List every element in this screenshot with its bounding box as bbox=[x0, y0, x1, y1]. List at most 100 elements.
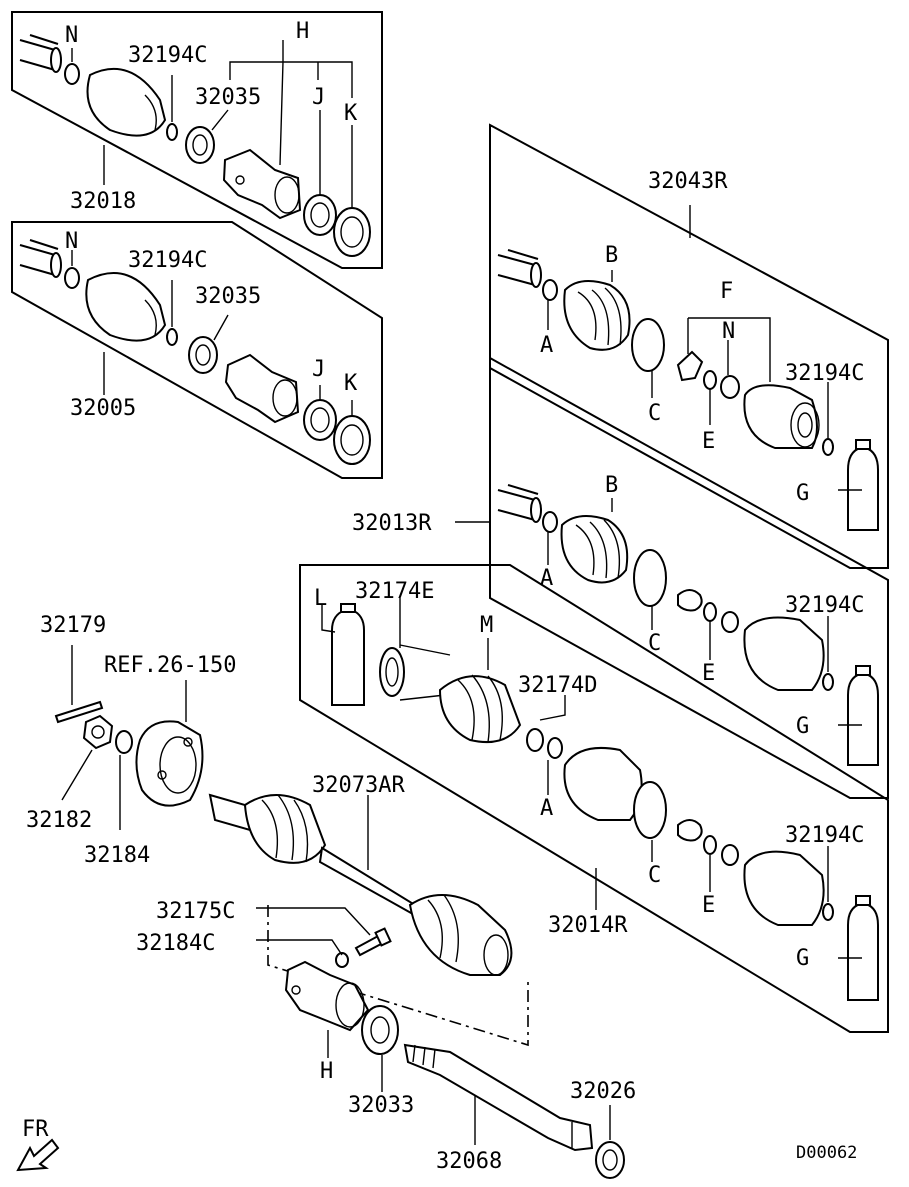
kit-panel-32013r: 32013R B 32194C A C E G bbox=[352, 356, 889, 799]
label-b: B bbox=[605, 473, 618, 498]
ring-e-icon bbox=[703, 835, 717, 855]
shaft-stub-icon bbox=[19, 239, 62, 278]
nut-icon bbox=[82, 714, 114, 750]
label-32179: 32179 bbox=[40, 613, 106, 638]
label-32035: 32035 bbox=[195, 85, 261, 110]
seal-32026-icon bbox=[595, 1141, 625, 1179]
ring-icon bbox=[721, 611, 739, 633]
bracket-h-icon bbox=[222, 148, 302, 220]
hub-group: 32179 REF.26-150 32182 32184 bbox=[26, 613, 236, 868]
front-arrow-icon bbox=[16, 1138, 60, 1172]
housing-icon bbox=[743, 384, 820, 449]
kit-panel-32018: N 32194C H 32035 J K 32018 bbox=[11, 11, 383, 269]
label-32194c: 32194C bbox=[785, 823, 864, 848]
bearing-j-icon bbox=[303, 399, 337, 441]
boot-b-icon bbox=[563, 280, 631, 351]
label-k: K bbox=[344, 371, 358, 396]
label-m: M bbox=[480, 613, 493, 638]
ring-k-icon bbox=[333, 207, 371, 257]
housing-icon bbox=[743, 850, 825, 926]
hub-icon bbox=[135, 720, 204, 807]
kit-panel-32014r: L 32174E M 32174D A 32194C C E G 32014R bbox=[299, 564, 889, 1033]
boot-band-icon bbox=[379, 644, 451, 701]
clamp-c-icon bbox=[633, 781, 667, 839]
bracket-icon bbox=[224, 353, 300, 424]
label-32194c: 32194C bbox=[785, 361, 864, 386]
label-c: C bbox=[648, 863, 661, 888]
diagram-code: D00062 bbox=[796, 1143, 857, 1163]
grease-tube-l-icon bbox=[331, 603, 365, 706]
snap-ring-n-icon bbox=[64, 267, 80, 289]
label-32194c: 32194C bbox=[128, 248, 207, 273]
label-e: E bbox=[702, 661, 715, 686]
seal-icon bbox=[188, 336, 218, 374]
seal-icon bbox=[185, 126, 215, 164]
label-g: G bbox=[796, 481, 809, 506]
label-l: L bbox=[314, 586, 327, 611]
label-c: C bbox=[648, 631, 661, 656]
kit-panel-32005: N 32194C 32035 J K 32005 bbox=[11, 221, 383, 479]
label-32194c: 32194C bbox=[128, 43, 207, 68]
driveshaft-assembly: 32073AR bbox=[208, 773, 529, 1047]
label-n: N bbox=[722, 319, 735, 344]
dust-seal-icon bbox=[361, 1005, 399, 1055]
label-32068: 32068 bbox=[436, 1149, 502, 1174]
washer-icon bbox=[115, 730, 133, 754]
label-e: E bbox=[702, 429, 715, 454]
label-c: C bbox=[648, 401, 661, 426]
front-direction-indicator: FR bbox=[16, 1117, 60, 1172]
label-g: G bbox=[796, 946, 809, 971]
label-32194c: 32194C bbox=[785, 593, 864, 618]
boot-icon bbox=[86, 67, 167, 137]
snap-ring-n-icon bbox=[64, 63, 80, 85]
label-32184: 32184 bbox=[84, 843, 150, 868]
label-32175c: 32175C bbox=[156, 899, 235, 924]
label-n: N bbox=[65, 23, 78, 48]
housing-icon bbox=[743, 616, 825, 691]
label-b: B bbox=[605, 243, 618, 268]
clamp-a-icon bbox=[547, 737, 563, 759]
label-ref-26-150: REF.26-150 bbox=[104, 653, 236, 678]
label-k: K bbox=[344, 101, 358, 126]
shaft-stub-icon bbox=[19, 34, 62, 73]
clamp-a-icon bbox=[542, 279, 558, 301]
bearing-j-icon bbox=[303, 194, 337, 236]
circlip-icon bbox=[166, 123, 178, 141]
grease-tube-g-icon bbox=[847, 895, 879, 1001]
nut-icon bbox=[335, 952, 349, 968]
bracket-h-icon bbox=[284, 960, 370, 1032]
label-n: N bbox=[65, 229, 78, 254]
label-h: H bbox=[296, 19, 309, 44]
clamp-c-icon bbox=[633, 549, 667, 607]
label-32182: 32182 bbox=[26, 808, 92, 833]
grease-tube-g-icon bbox=[847, 665, 879, 766]
boot-m-icon bbox=[438, 674, 522, 744]
cotter-pin-icon bbox=[54, 700, 104, 724]
bolt-icon bbox=[354, 927, 392, 957]
circlip-icon bbox=[822, 673, 834, 691]
ring-e-icon bbox=[703, 602, 717, 622]
band-icon bbox=[526, 728, 544, 752]
kit-panel-32043r: 32043R B F N 32194C A C E G bbox=[489, 123, 889, 569]
outer-joint-icon bbox=[208, 793, 327, 864]
label-32013r: 32013R bbox=[352, 511, 432, 536]
label-j: J bbox=[312, 85, 325, 110]
label-a: A bbox=[540, 796, 553, 821]
intermediate-shaft-group: 32026 32068 bbox=[403, 1043, 636, 1179]
label-h: H bbox=[320, 1059, 333, 1084]
ring-icon bbox=[721, 844, 739, 866]
shaft-stub-icon bbox=[497, 249, 542, 288]
outer-cup-icon bbox=[563, 746, 643, 821]
shaft-stub-icon bbox=[497, 484, 542, 523]
boot-b-icon bbox=[560, 515, 629, 584]
label-32033: 32033 bbox=[348, 1093, 414, 1118]
label-32035: 32035 bbox=[195, 284, 261, 309]
label-32026: 32026 bbox=[570, 1079, 636, 1104]
inner-joint-icon bbox=[408, 894, 513, 976]
joint-icon bbox=[677, 819, 703, 842]
bracket-group: 32175C 32184C H 32033 bbox=[136, 899, 414, 1118]
grease-tube-g-icon bbox=[847, 439, 879, 531]
label-32005: 32005 bbox=[70, 396, 136, 421]
label-32014r: 32014R bbox=[548, 913, 628, 938]
ring-k-icon bbox=[333, 415, 371, 465]
